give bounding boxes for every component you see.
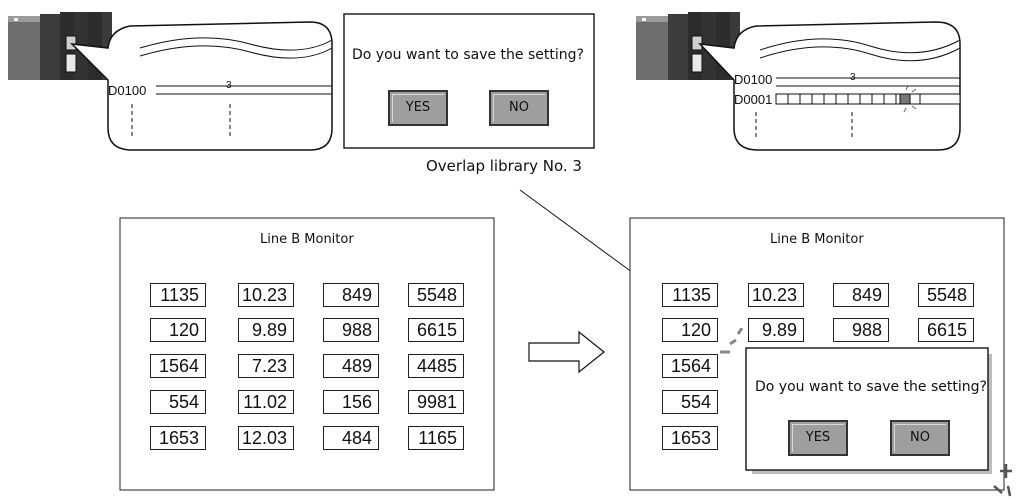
screen-right-value-cell: 988 [833, 318, 889, 342]
dialog-top-frame [343, 13, 595, 149]
screen-left-value-cell: 988 [323, 318, 379, 342]
overlap-caption: Overlap library No. 3 [426, 157, 582, 175]
screen-left-value-cell: 484 [323, 426, 379, 450]
screen-right-value-cell: 1564 [662, 354, 718, 378]
screen-right-value-cell: 849 [833, 283, 889, 307]
dialog-top-yes-button[interactable]: YES [388, 90, 448, 126]
screen-left-value-cell: 849 [323, 283, 379, 307]
callout-left-value: 3 [226, 80, 232, 91]
screen-right-value-cell: 1653 [662, 426, 718, 450]
dialog-top-question: Do you want to save the setting? [352, 47, 584, 63]
dialog-popup-no-button[interactable]: NO [890, 420, 950, 456]
callout-left [69, 21, 333, 151]
screen-left-value-cell: 554 [150, 390, 206, 414]
screen-right-value-cell: 554 [662, 390, 718, 414]
screen-right-value-cell: 1135 [662, 283, 718, 307]
screen-right-value-cell: 10.23 [748, 283, 804, 307]
screen-left-value-cell: 10.23 [238, 283, 294, 307]
screen-left-value-cell: 5548 [408, 283, 464, 307]
dialog-popup-question: Do you want to save the setting? [755, 379, 987, 395]
transition-arrow-icon [528, 330, 605, 374]
screen-right-value-cell: 9.89 [748, 318, 804, 342]
screen-left-value-cell: 11.02 [238, 390, 294, 414]
screen-left-value-cell: 156 [323, 390, 379, 414]
screen-left-value-cell: 9.89 [238, 318, 294, 342]
dialog-popup-yes-button[interactable]: YES [788, 420, 848, 456]
callout-right [698, 21, 961, 151]
screen-left-value-cell: 1165 [408, 426, 464, 450]
screen-left-value-cell: 6615 [408, 318, 464, 342]
screen-left-value-cell: 489 [323, 354, 379, 378]
screen-left-value-cell: 9981 [408, 390, 464, 414]
screen-left-value-cell: 12.03 [238, 426, 294, 450]
screen-left-value-cell: 7.23 [238, 354, 294, 378]
callout-right-value-1: 3 [850, 72, 856, 83]
callout-left-device: D0100 [108, 83, 147, 98]
screen-left-title: Line B Monitor [260, 232, 354, 247]
screen-left-value-cell: 1653 [150, 426, 206, 450]
dialog-top-no-button[interactable]: NO [489, 90, 549, 126]
callout-right-device-1: D0100 [734, 72, 773, 87]
screen-left-value-cell: 1564 [150, 354, 206, 378]
screen-right-value-cell: 5548 [918, 283, 974, 307]
screen-right-title: Line B Monitor [770, 232, 864, 247]
screen-left-value-cell: 4485 [408, 354, 464, 378]
screen-right-value-cell: 6615 [918, 318, 974, 342]
screen-right-value-cell: 120 [662, 318, 718, 342]
callout-right-device-2: D0001 [734, 92, 773, 107]
screen-left-value-cell: 120 [150, 318, 206, 342]
popup-effect-marks [720, 328, 1012, 497]
screen-left-value-cell: 1135 [150, 283, 206, 307]
